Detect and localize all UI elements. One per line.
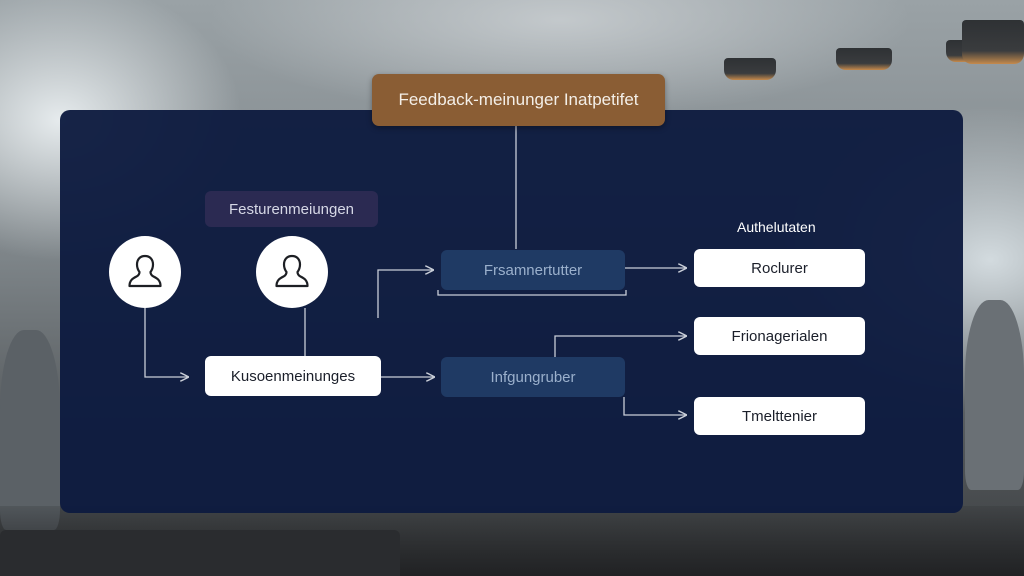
right-node-1: Roclurer	[694, 249, 865, 287]
right-heading: Authelutaten	[737, 219, 816, 235]
source-chip: Festurenmeiungen	[205, 191, 378, 227]
avatar-left	[109, 236, 181, 308]
bracket-under-mid1	[437, 290, 627, 296]
connector-mid2-to-right2	[554, 336, 686, 357]
diagram-title: Feedback-meinunger Inatpetifet	[372, 74, 665, 126]
ceiling-lamp	[724, 58, 776, 80]
background-person	[0, 330, 60, 530]
ceiling-lamp	[836, 48, 892, 70]
connector-center-to-mid1	[377, 270, 433, 318]
ceiling-lamp	[962, 20, 1024, 64]
mid-node-2: Infgungruber	[441, 357, 625, 397]
mid-node-1: Frsamnertutter	[441, 250, 625, 290]
right-node-3: Tmelttenier	[694, 397, 865, 435]
right-node-2: Frionagerialen	[694, 317, 865, 355]
avatar-right	[256, 236, 328, 308]
background-person	[965, 300, 1024, 490]
connector-avatar1-to-center	[144, 308, 188, 377]
diagram-panel	[60, 110, 963, 513]
person-icon	[128, 254, 162, 288]
person-icon	[275, 254, 309, 288]
connector-mid2-to-right3	[623, 397, 686, 415]
desk	[0, 530, 400, 576]
center-node: Kusoenmeinunges	[205, 356, 381, 396]
